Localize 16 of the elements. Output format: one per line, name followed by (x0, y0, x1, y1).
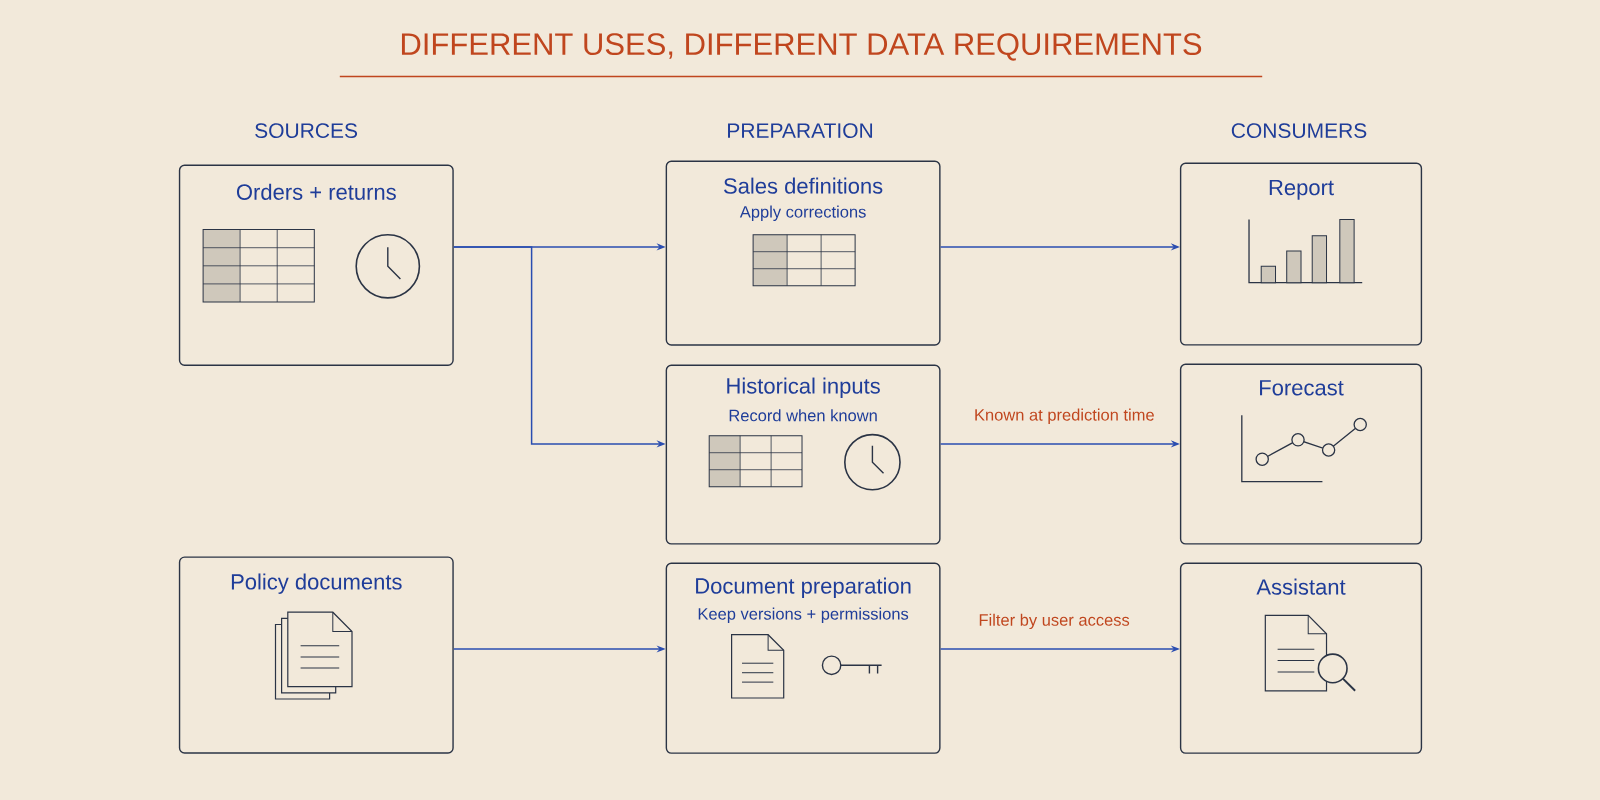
box-heading: Assistant (1256, 578, 1346, 595)
column-header: PREPARATION (728, 123, 872, 139)
box-heading: Historical inputs (727, 377, 880, 399)
title: DIFFERENT USES, DIFFERENT DATA REQUIREMENTS (401, 33, 1202, 61)
column-header: SOURCES (255, 123, 358, 139)
box-subtitle: Keep versions + permissions (698, 607, 909, 623)
box-heading: Sales definitions (724, 177, 883, 194)
edge-label: Filter by user access (976, 611, 1132, 632)
box-subtitle: Apply corrections (739, 205, 866, 221)
column-header: CONSUMERS (1231, 123, 1367, 139)
box-heading: Orders + returns (236, 183, 396, 200)
box-heading: Document preparation (696, 577, 911, 599)
box-heading: Report (1269, 179, 1334, 200)
box-heading: Forecast (1260, 380, 1344, 396)
box-subtitle: Record when known (729, 409, 877, 422)
box-heading: Policy documents (231, 573, 402, 594)
